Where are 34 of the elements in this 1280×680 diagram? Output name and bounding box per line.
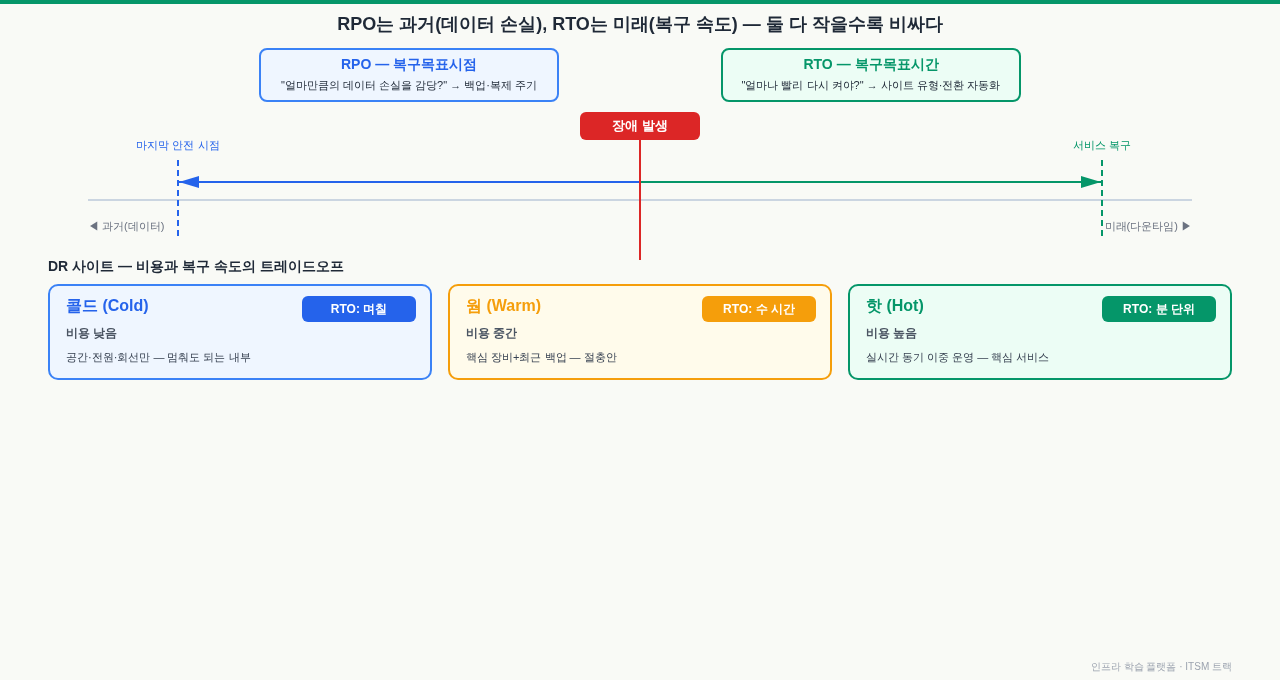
cost-level: 비용 낮음 — [66, 325, 118, 342]
marker-label: 서비스 복구 — [1072, 138, 1132, 153]
card-title: 핫 (Hot) — [866, 296, 924, 316]
card-description: 실시간 동기 이중 운영 — 핵심 서비스 — [866, 350, 1050, 365]
callout-heading: RPO — 복구목표시점 — [340, 55, 478, 74]
rto-badge: RTO: 수 시간 — [702, 296, 816, 322]
cost-level: 비용 중간 — [466, 325, 518, 342]
marker-line — [639, 140, 641, 260]
axis-label: ◀ 과거(데이터) — [88, 220, 165, 232]
marker-label: 마지막 안전 시점 — [136, 138, 220, 153]
event-badge: 장애 발생 — [580, 112, 700, 140]
callout-text: "얼마만큼의 데이터 손실을 감당?" → 백업·복제 주기 — [281, 78, 537, 93]
site-card — [448, 284, 832, 380]
site-card — [848, 284, 1232, 380]
section-heading: DR 사이트 — 비용과 복구 속도의 트레이드오프 — [48, 258, 344, 274]
card-title: 콜드 (Cold) — [66, 296, 149, 316]
card-title: 웜 (Warm) — [466, 296, 541, 316]
callout-box — [259, 48, 559, 102]
card-description: 공간·전원·회선만 — 멈춰도 되는 내부 — [66, 350, 251, 365]
callout-heading: RTO — 복구목표시간 — [803, 55, 939, 74]
cost-level: 비용 높음 — [866, 325, 918, 342]
axis-label: 미래(다운타임) ▶ — [1104, 220, 1192, 232]
callout-text: "얼마나 빨리 다시 켜야?" → 사이트 유형·전환 자동화 — [741, 78, 1001, 93]
site-card — [48, 284, 432, 380]
rto-badge: RTO: 분 단위 — [1102, 296, 1216, 322]
dashed-marker-line — [177, 160, 179, 236]
arrow — [640, 176, 1102, 188]
dashed-marker-line — [1101, 160, 1103, 236]
diagram-title: RPO는 과거(데이터 손실), RTO는 미래(복구 속도) — 둘 다 작을수록 비싸다 — [337, 13, 943, 36]
callout-box — [721, 48, 1021, 102]
card-description: 핵심 장비+최근 백업 — 절충안 — [466, 350, 617, 365]
rto-badge: RTO: 며칠 — [302, 296, 416, 322]
footer-note: 인프라 학습 플랫폼 · ITSM 트랙 — [1090, 661, 1232, 672]
arrow — [178, 176, 640, 188]
